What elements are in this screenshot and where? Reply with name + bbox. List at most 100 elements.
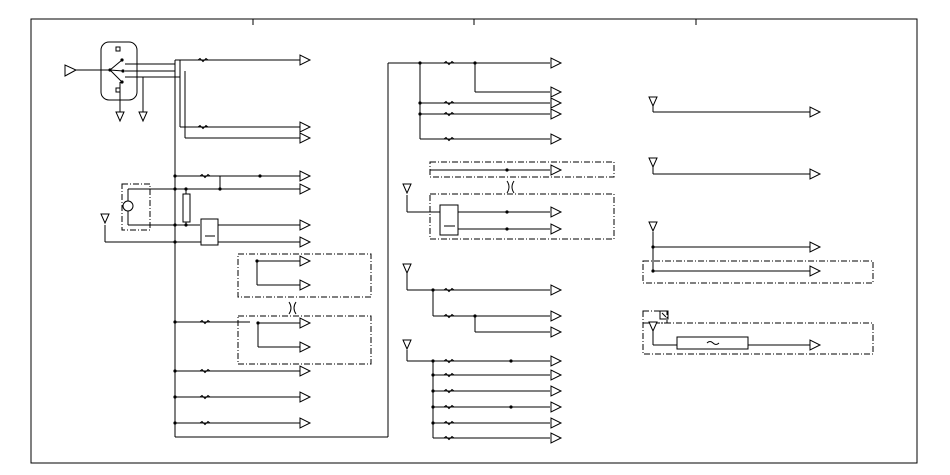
connector-arrow-icon xyxy=(299,341,312,353)
connector-arrow-icon xyxy=(550,97,563,109)
plug-symbol xyxy=(506,180,515,194)
connector-arrow-icon xyxy=(550,355,563,367)
connector-arrow-icon xyxy=(550,401,563,413)
connector-arrow-icon xyxy=(809,241,822,253)
connector-arrow-icon xyxy=(299,417,312,429)
junction-dot xyxy=(505,227,509,231)
junction-dot xyxy=(431,373,435,377)
junction-dot xyxy=(431,405,435,409)
inline-fuses xyxy=(197,57,455,441)
plug-symbol xyxy=(288,301,297,315)
ground-triangle-icon xyxy=(402,183,412,195)
connector-arrow-icon xyxy=(299,255,312,267)
switch-pin xyxy=(115,87,121,93)
switch-contact xyxy=(109,59,123,71)
junction-dot xyxy=(255,259,259,263)
junction-dot xyxy=(218,187,222,191)
connector-arrow-icon xyxy=(550,206,563,218)
junction-dot xyxy=(418,61,422,65)
connector-arrow-icon xyxy=(299,170,312,182)
fuse-icon xyxy=(443,313,455,319)
junction-dot xyxy=(473,314,477,318)
connector-arrow-icon xyxy=(550,310,563,322)
junction-dot xyxy=(651,245,655,249)
input-terminal-icon xyxy=(64,64,78,77)
junction-dot xyxy=(651,269,655,273)
fuse-icon xyxy=(443,358,455,364)
junction-dot xyxy=(173,369,177,373)
connector-arrow-icon xyxy=(550,133,563,145)
component-boundary xyxy=(429,193,615,240)
ground-triangle-icon xyxy=(100,213,110,225)
left-main-bus xyxy=(174,59,420,438)
motor-box xyxy=(121,183,220,231)
component-boundary xyxy=(642,322,874,355)
connector-arrow-icon xyxy=(809,339,822,351)
connector-arrow-icon xyxy=(299,279,312,291)
terminal-box xyxy=(659,310,669,320)
connector-arrow-icon xyxy=(809,106,822,118)
junction-dot xyxy=(184,223,188,227)
fuse-icon xyxy=(199,173,211,179)
connector-arrow-icon xyxy=(550,432,563,444)
fuse-icon xyxy=(197,57,209,63)
junction-dot xyxy=(258,174,262,178)
junction-dot xyxy=(431,288,435,292)
connector-arrow-icon xyxy=(809,265,822,277)
junction-dot xyxy=(473,61,477,65)
connector-plug-icon xyxy=(506,180,515,194)
junction-dot xyxy=(431,421,435,425)
junction-dot xyxy=(184,187,188,191)
ground-triangle-icon xyxy=(648,157,658,169)
connector-arrow-icon xyxy=(550,164,563,176)
connector-arrow-icon xyxy=(550,326,563,338)
switch-pin xyxy=(115,46,121,52)
connector-arrow-icon xyxy=(550,385,563,397)
junction-dots xyxy=(108,58,655,425)
fuse-icon xyxy=(197,124,209,130)
connector-arrow-icon xyxy=(809,168,822,180)
terminal-mark xyxy=(661,312,667,318)
connector-arrow-icon xyxy=(550,86,563,98)
component-boundary xyxy=(429,161,615,178)
fuse-icon xyxy=(199,420,211,426)
fuse-icon xyxy=(443,136,455,142)
junction-dot xyxy=(173,395,177,399)
junction-dot xyxy=(173,174,177,178)
junction-dot xyxy=(121,69,125,73)
relay-body xyxy=(200,218,219,246)
switch-contact xyxy=(109,69,123,83)
fuse-icon xyxy=(443,388,455,394)
junction-dot xyxy=(173,223,177,227)
fuse-icon xyxy=(443,100,455,106)
junction-dot xyxy=(173,187,177,191)
ground-symbols xyxy=(64,64,658,351)
ground-triangle-icon xyxy=(115,111,125,123)
connector-arrow-icon xyxy=(299,236,312,248)
junction-dot xyxy=(173,240,177,244)
junction-dot xyxy=(431,389,435,393)
component-boundary xyxy=(642,260,874,284)
fuse-icon xyxy=(443,404,455,410)
fuse-icon xyxy=(443,287,455,293)
ground-triangle-icon xyxy=(648,221,658,233)
junction-dot xyxy=(108,68,112,72)
relay-icon xyxy=(104,218,219,246)
connector-arrow-icon xyxy=(550,417,563,429)
ground-triangle-icon xyxy=(648,321,658,333)
fuse-icon xyxy=(443,435,455,441)
fuse-icon xyxy=(182,193,191,223)
junction-dot xyxy=(120,58,124,62)
component-boundary xyxy=(642,310,668,324)
drawing-frame xyxy=(30,18,918,464)
junction-dot xyxy=(256,321,260,325)
heater-element xyxy=(659,310,749,350)
component-boundaries xyxy=(237,161,874,365)
junction-dot xyxy=(173,421,177,425)
relay-body xyxy=(439,204,459,236)
connector-arrow-icon xyxy=(299,219,312,231)
junction-dot xyxy=(418,101,422,105)
resistor-icon xyxy=(676,336,749,350)
relay-icon xyxy=(406,195,459,236)
junction-dot xyxy=(509,405,513,409)
